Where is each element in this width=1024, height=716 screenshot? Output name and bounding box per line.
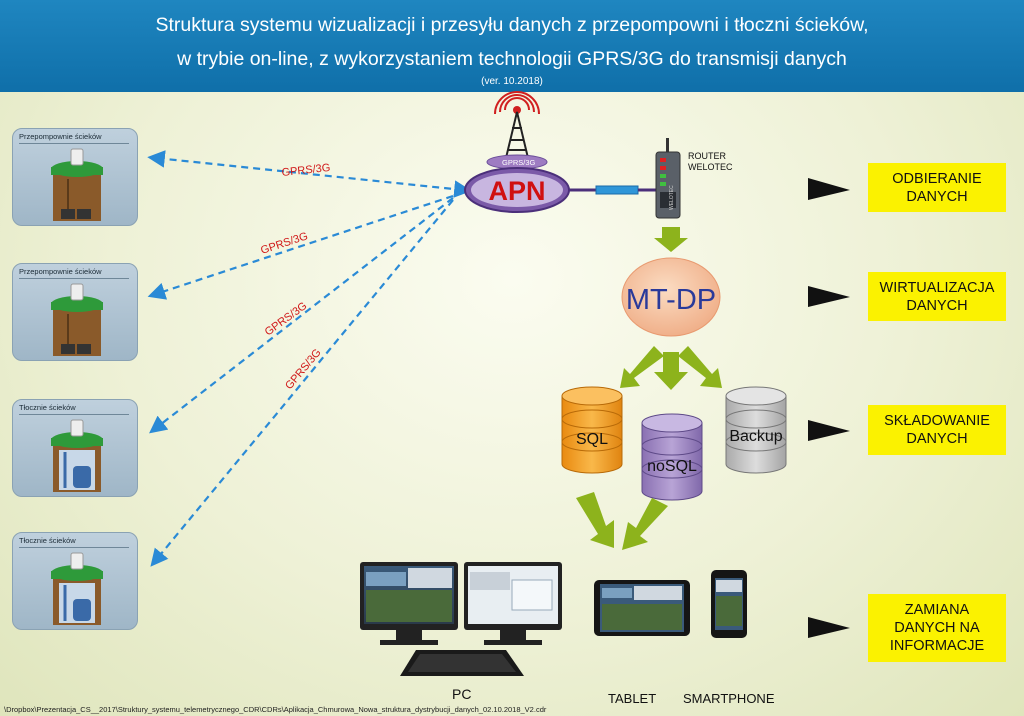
tower-label: GPRS/3G bbox=[502, 158, 536, 167]
station-panel-pressure-2: Tłocznie ścieków bbox=[12, 532, 138, 630]
backup-label: Backup bbox=[729, 428, 782, 445]
station-panel-pressure-1: Tłocznie ścieków bbox=[12, 399, 138, 497]
stage-line: DANYCH bbox=[906, 188, 968, 205]
pointer-arrow-icon bbox=[808, 286, 850, 307]
stage-line: INFORMACJE bbox=[889, 638, 985, 654]
file-path-footer: \Dropbox\Prezentacja_CS__2017\Struktury_… bbox=[4, 705, 547, 714]
backup-database-icon bbox=[725, 386, 787, 474]
stage-line: ODBIERANIE bbox=[892, 170, 982, 187]
pump-station-icon bbox=[51, 148, 103, 221]
stage-box-storage: SKŁADOWANIE DANYCH bbox=[868, 405, 1006, 455]
converge-arrows bbox=[576, 492, 668, 550]
header-banner: Struktura systemu wizualizacji i przesył… bbox=[0, 0, 1024, 92]
stage-line: WIRTUALIZACJA bbox=[879, 279, 995, 296]
page-title-line-2: w trybie on-line, z wykorzystaniem techn… bbox=[177, 48, 847, 70]
gprs-link-label: GPRS/3G bbox=[259, 230, 309, 257]
gprs-link-label: GPRS/3G bbox=[281, 162, 331, 179]
mt-dp-label: MT-DP bbox=[626, 284, 716, 316]
stage-box-information: ZAMIANA DANYCH NA INFORMACJE bbox=[868, 594, 1006, 662]
pc-monitor-right-icon bbox=[464, 562, 562, 645]
tablet-label: TABLET bbox=[608, 691, 657, 706]
sql-database-icon bbox=[561, 386, 623, 474]
pump-station-icon bbox=[51, 283, 103, 356]
radio-tower-icon bbox=[486, 91, 548, 170]
station-panel-title: Tłocznie ścieków bbox=[19, 536, 129, 548]
gprs-link-label: GPRS/3G bbox=[263, 300, 310, 338]
station-panel-pump-1: Przepompownie ścieków bbox=[12, 128, 138, 226]
gprs-links bbox=[147, 150, 472, 567]
smartphone-label: SMARTPHONE bbox=[683, 691, 775, 706]
gprs-link-1 bbox=[147, 150, 472, 198]
nosql-database-icon bbox=[641, 413, 703, 501]
green-arrow-down bbox=[654, 227, 688, 252]
gprs-link-label: GPRS/3G bbox=[283, 347, 324, 392]
nosql-label: noSQL bbox=[647, 458, 697, 475]
tablet-icon bbox=[594, 580, 690, 636]
pressure-station-icon bbox=[51, 552, 103, 625]
gprs-link-4 bbox=[150, 199, 454, 567]
fan-out-arrows bbox=[620, 346, 722, 390]
router-icon bbox=[655, 138, 681, 219]
stage-line: DANYCH bbox=[906, 431, 968, 447]
pointer-arrow-icon bbox=[808, 178, 850, 200]
gprs-link-3 bbox=[149, 197, 454, 434]
stage-line: SKŁADOWANIE bbox=[884, 413, 990, 429]
router-label-2: WELOTEC bbox=[688, 162, 733, 172]
mt-dp-node bbox=[621, 257, 721, 337]
pc-label: PC bbox=[452, 686, 472, 702]
router-device-text: WELOTEC bbox=[669, 185, 675, 210]
stage-line: ZAMIANA bbox=[904, 602, 970, 618]
apn-node-inner bbox=[471, 173, 563, 207]
apn-label: APN bbox=[488, 176, 545, 206]
station-panel-pump-2: Przepompownie ścieków bbox=[12, 263, 138, 361]
router-label-1: ROUTER bbox=[688, 151, 727, 161]
gprs-link-2 bbox=[147, 194, 454, 300]
pc-monitor-left-icon bbox=[360, 562, 458, 645]
cable-icon bbox=[595, 185, 639, 195]
keyboard-icon bbox=[400, 650, 524, 676]
station-panel-title: Przepompownie ścieków bbox=[19, 267, 129, 279]
stage-line: DANYCH NA bbox=[894, 620, 980, 636]
pointer-arrow-icon bbox=[808, 617, 850, 638]
version-label: (ver. 10.2018) bbox=[481, 76, 543, 87]
smartphone-icon bbox=[711, 570, 747, 638]
pressure-station-icon bbox=[51, 419, 103, 492]
station-panel-title: Tłocznie ścieków bbox=[19, 403, 129, 415]
sql-label: SQL bbox=[576, 431, 608, 448]
pointer-arrow-icon bbox=[808, 420, 850, 441]
pointer-arrows bbox=[808, 178, 850, 638]
station-panel-title: Przepompownie ścieków bbox=[19, 132, 129, 144]
stage-line: DANYCH bbox=[906, 297, 968, 314]
page-title-line-1: Struktura systemu wizualizacji i przesył… bbox=[155, 14, 869, 36]
